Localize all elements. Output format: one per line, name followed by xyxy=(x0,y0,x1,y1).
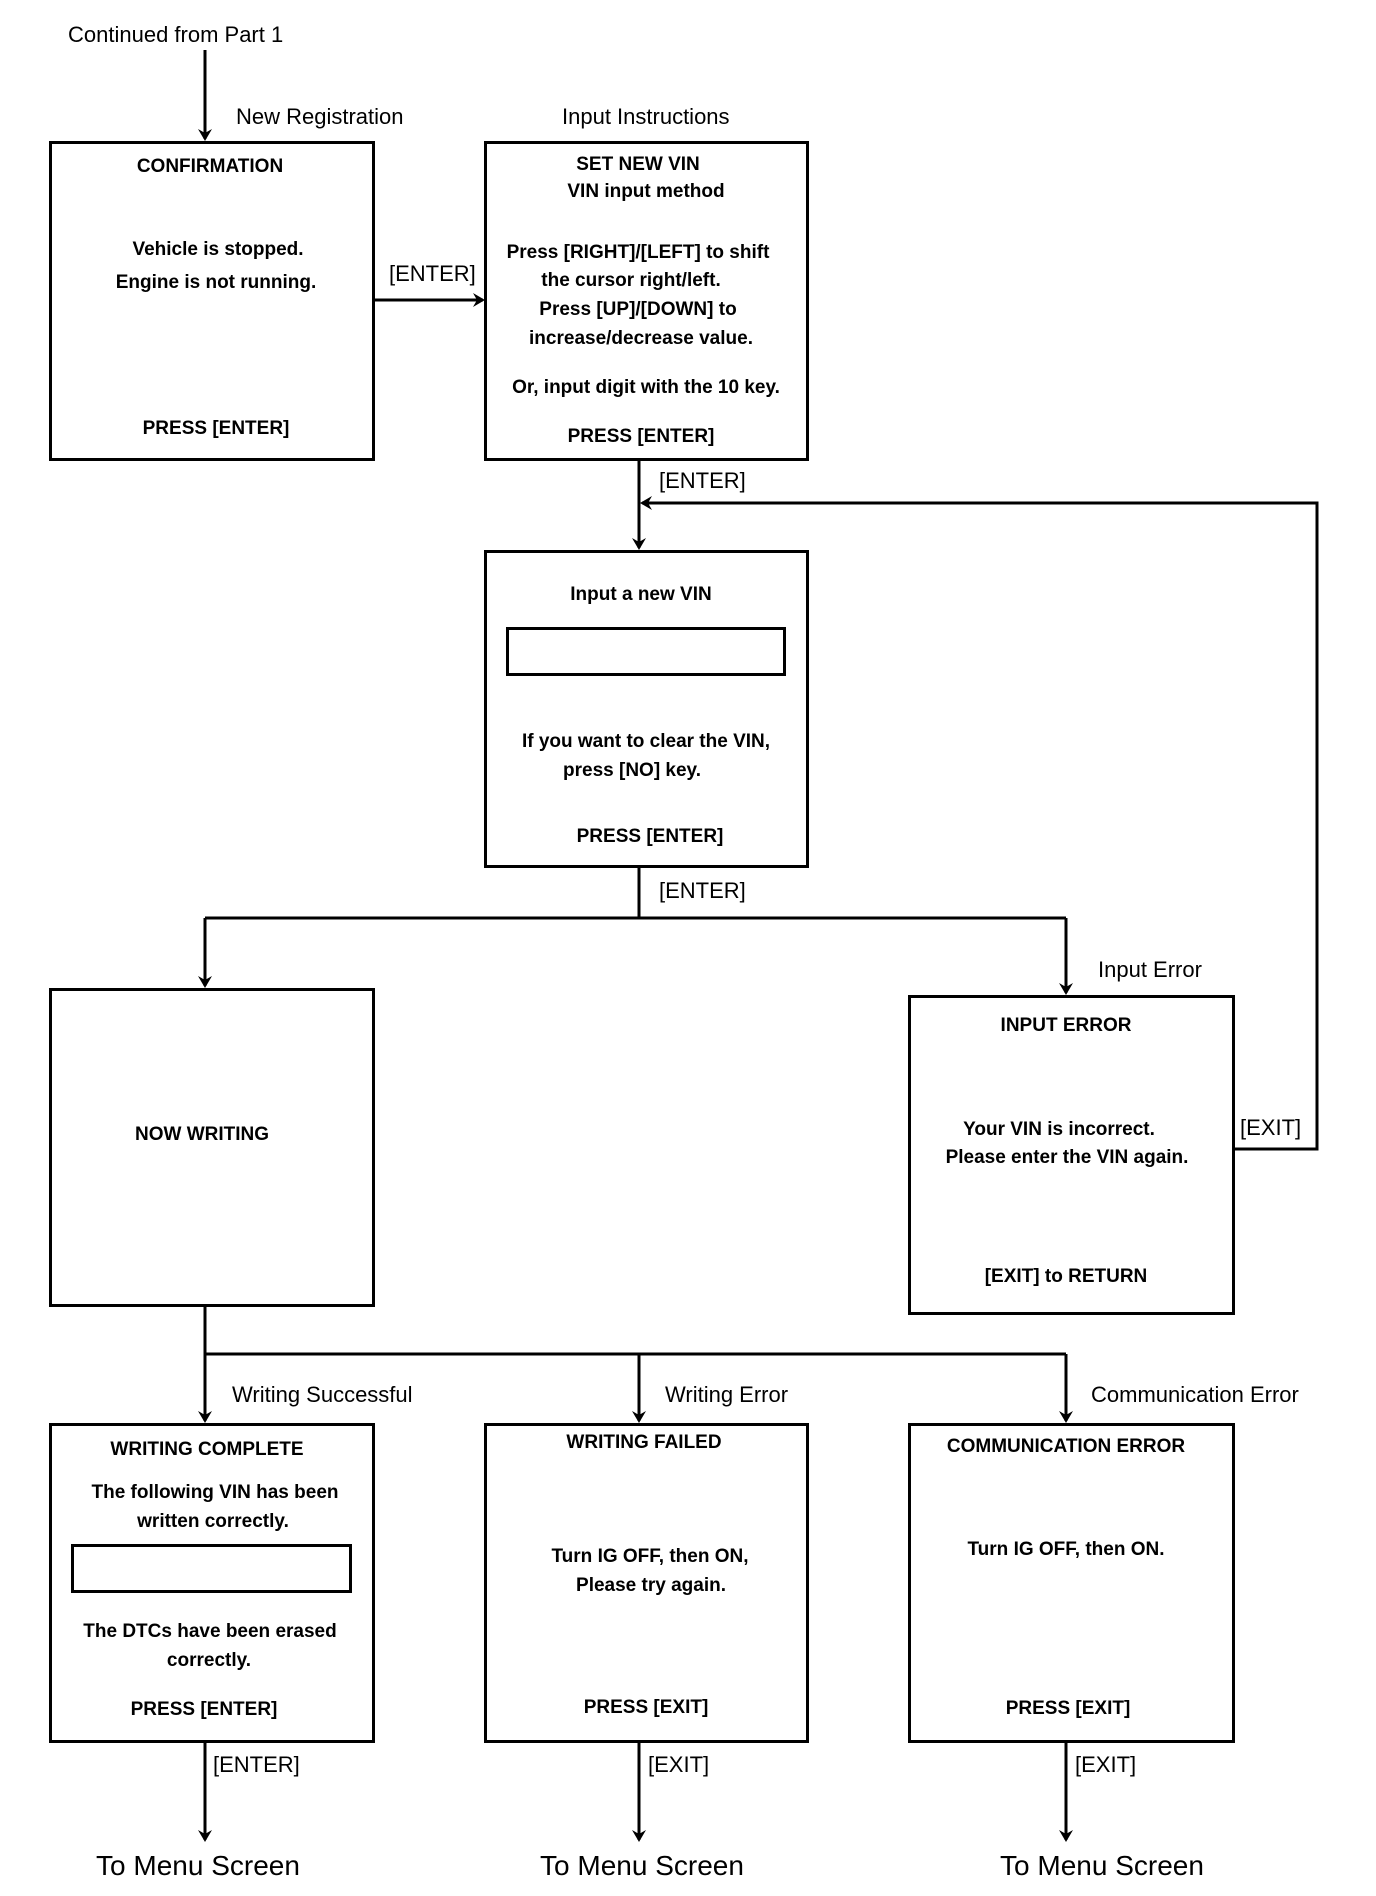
writing-error-label: Writing Error xyxy=(665,1382,789,1407)
screen-text: Turn IG OFF, then ON. xyxy=(967,1539,1165,1560)
writing-complete-screen xyxy=(49,1423,375,1743)
vin-input-field[interactable] xyxy=(506,627,786,676)
enter-key-label: [ENTER] xyxy=(659,878,746,903)
screen-title: NOW WRITING xyxy=(134,1124,270,1145)
enter-key-label: [ENTER] xyxy=(213,1752,300,1777)
set-new-vin-screen xyxy=(484,141,809,461)
screen-action: PRESS [EXIT] xyxy=(1005,1698,1131,1719)
writing-failed-screen xyxy=(484,1423,809,1743)
screen-title: Input a new VIN xyxy=(570,584,712,605)
screen-text: Press [RIGHT]/[LEFT] to shift xyxy=(506,242,770,263)
to-menu-screen-label: To Menu Screen xyxy=(1000,1850,1204,1881)
screen-action: PRESS [ENTER] xyxy=(567,426,715,447)
exit-key-label: [EXIT] xyxy=(1075,1752,1137,1777)
written-vin-field xyxy=(71,1544,352,1593)
screen-text: Please try again. xyxy=(576,1575,726,1596)
new-registration-label: New Registration xyxy=(236,104,404,129)
screen-text: written correctly. xyxy=(137,1511,289,1532)
communication-error-label: Communication Error xyxy=(1091,1382,1299,1407)
screen-action: PRESS [ENTER] xyxy=(130,1699,278,1720)
screen-text: The DTCs have been erased xyxy=(83,1621,337,1642)
screen-text: Or, input digit with the 10 key. xyxy=(512,377,780,398)
screen-title: SET NEW VIN xyxy=(576,154,700,175)
screen-text: increase/decrease value. xyxy=(529,328,753,349)
screen-text: Press [UP]/[DOWN] to xyxy=(539,299,737,320)
arrow-error-loop xyxy=(640,496,1319,1151)
input-vin-screen xyxy=(484,550,809,868)
to-menu-screen-label: To Menu Screen xyxy=(96,1850,300,1881)
now-writing-screen xyxy=(49,988,375,1307)
screen-text: Please enter the VIN again. xyxy=(945,1147,1189,1168)
continued-from-label: Continued from Part 1 xyxy=(68,22,284,47)
screen-text: The following VIN has been xyxy=(91,1482,339,1503)
screen-text: Engine is not running. xyxy=(115,272,317,293)
to-menu-screen-label: To Menu Screen xyxy=(540,1850,744,1881)
screen-text: the cursor right/left. xyxy=(541,270,721,291)
screen-text: Vehicle is stopped. xyxy=(132,239,304,260)
input-instructions-label: Input Instructions xyxy=(562,104,730,129)
screen-title: CONFIRMATION xyxy=(136,156,284,177)
enter-key-label: [ENTER] xyxy=(389,261,476,286)
screen-text: press [NO] key. xyxy=(563,760,701,781)
screen-text: correctly. xyxy=(166,1650,252,1671)
writing-successful-label: Writing Successful xyxy=(232,1382,413,1407)
input-error-screen xyxy=(908,995,1235,1315)
screen-title: WRITING FAILED xyxy=(566,1432,722,1453)
confirmation-screen xyxy=(49,141,375,461)
screen-title: INPUT ERROR xyxy=(1000,1015,1132,1036)
exit-key-label: [EXIT] xyxy=(1240,1115,1302,1140)
screen-title: WRITING COMPLETE xyxy=(110,1439,304,1460)
communication-error-screen xyxy=(908,1423,1235,1743)
screen-subtitle: VIN input method xyxy=(567,181,725,202)
screen-action: [EXIT] to RETURN xyxy=(984,1266,1148,1287)
screen-action: PRESS [ENTER] xyxy=(142,418,290,439)
screen-text: Your VIN is incorrect. xyxy=(963,1119,1155,1140)
exit-key-label: [EXIT] xyxy=(648,1752,710,1777)
enter-key-label: [ENTER] xyxy=(659,468,746,493)
screen-action: PRESS [ENTER] xyxy=(576,826,724,847)
screen-title: COMMUNICATION ERROR xyxy=(946,1436,1186,1457)
screen-text: If you want to clear the VIN, xyxy=(521,731,771,752)
input-error-label: Input Error xyxy=(1098,957,1202,982)
screen-text: Turn IG OFF, then ON, xyxy=(551,1546,749,1567)
screen-action: PRESS [EXIT] xyxy=(583,1697,709,1718)
